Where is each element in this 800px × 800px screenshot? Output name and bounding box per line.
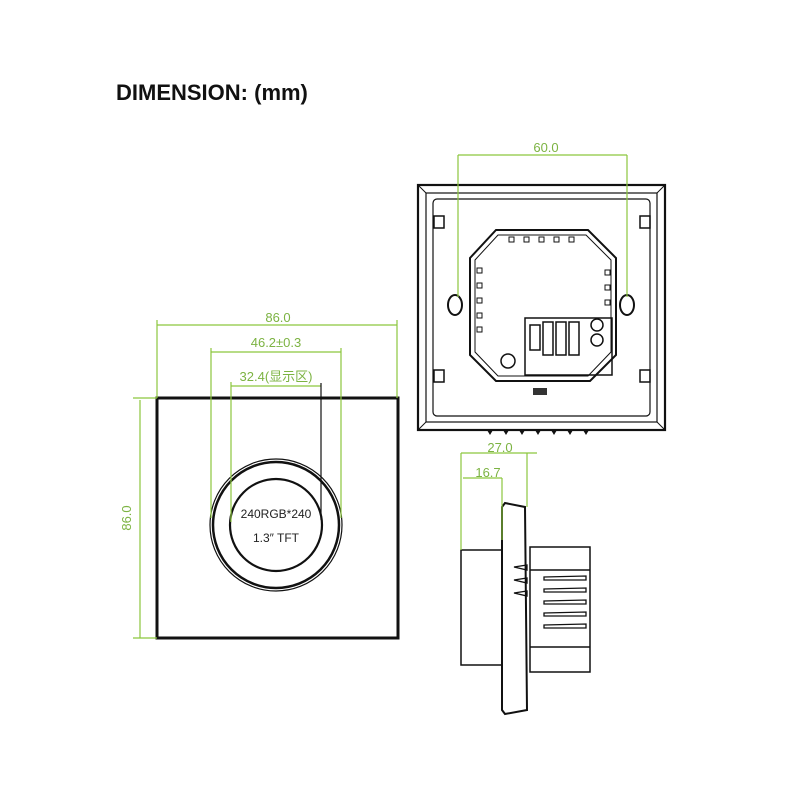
bottom-teeth	[487, 430, 589, 435]
wall-box	[460, 549, 503, 666]
mount-hole-right	[619, 294, 635, 316]
corner-line	[417, 421, 427, 431]
corner-line	[417, 184, 427, 194]
corner-line	[656, 184, 666, 194]
front-view: 240RGB*240 1.3″ TFT 86.0 46.2±0.3 32.4(显…	[119, 310, 400, 640]
bezel-label: 46.2±0.3	[251, 335, 302, 350]
back-plate	[432, 198, 651, 417]
display-circle	[228, 477, 324, 573]
corner-line	[656, 421, 666, 431]
page-title: DIMENSION: (mm)	[116, 80, 308, 105]
module-pins-top	[476, 236, 611, 333]
bezel-outer-ring	[209, 458, 343, 592]
front-panel-outline	[155, 396, 400, 640]
width-label: 86.0	[265, 310, 290, 325]
screen-label: 1.3″ TFT	[253, 531, 300, 545]
clip	[639, 369, 651, 383]
module-housing	[469, 229, 617, 382]
display-label: 32.4(显示区)	[240, 369, 313, 384]
clip	[433, 369, 445, 383]
depth-label: 27.0	[487, 440, 512, 455]
back-view: 60.0	[416, 140, 667, 435]
mount-hole-left	[447, 294, 463, 316]
terminal-block	[524, 317, 613, 376]
connector	[533, 388, 547, 395]
module-inner	[474, 234, 612, 377]
back-outer-frame	[416, 183, 667, 432]
back-housing	[529, 546, 591, 673]
mount-spacing-label: 60.0	[533, 140, 558, 155]
front-plate-side	[501, 501, 529, 716]
resolution-label: 240RGB*240	[241, 507, 312, 521]
clip	[433, 215, 445, 229]
side-view: 27.0 16.7	[460, 440, 591, 716]
clip	[639, 215, 651, 229]
terminal-screws	[529, 318, 604, 356]
back-inner-frame	[425, 192, 658, 423]
box-depth-label: 16.7	[475, 465, 500, 480]
bezel-ring	[211, 460, 341, 590]
height-label: 86.0	[119, 505, 134, 530]
fins	[513, 564, 587, 629]
sensor-hole	[500, 353, 516, 369]
